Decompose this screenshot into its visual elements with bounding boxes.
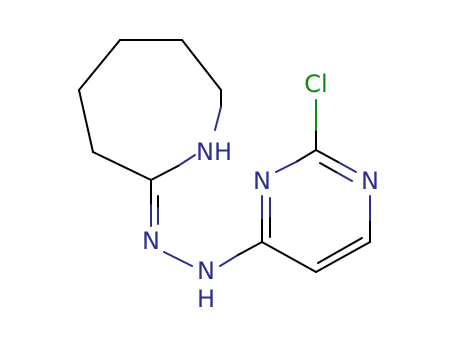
bond-c2-n3-a	[295, 149, 317, 163]
atom-hydrazone-n: N	[142, 227, 160, 255]
bond-c5-c6-pyr-a	[315, 241, 371, 273]
bond-c2-c3	[181, 39, 222, 91]
bond-n1-c2-b	[315, 149, 339, 163]
bond-n-c4b	[150, 165, 179, 181]
atom-chlorine: Cl	[304, 70, 327, 98]
bond-c4-c5	[92, 151, 152, 181]
bond-c2-n3-b	[275, 161, 297, 173]
atom-hydrazine-n: N	[197, 257, 215, 285]
bond-c3-n-tail	[214, 106, 222, 131]
bond-n-n	[163, 251, 193, 267]
bond-n1-c2-inner-a	[335, 171, 353, 182]
bond-c6-c1	[78, 39, 121, 91]
atom-hydrazine-h: H	[197, 285, 215, 313]
atom-ring-nh: NH	[196, 138, 232, 166]
bond-c5-c6	[78, 89, 94, 153]
bond-nh-c-a	[219, 254, 239, 267]
bond-n1-c2-inner-b	[319, 162, 337, 173]
bond-n1-c2-a	[337, 161, 357, 173]
hydrazone-double-bond	[150, 179, 159, 227]
pyrimidine-ring	[261, 149, 371, 273]
atom-pyrimidine-n-left: N	[253, 167, 271, 195]
azepane-ring	[78, 39, 222, 181]
bond-c4-c5-pyr	[261, 241, 317, 273]
bond-c5-c6-pyr-b	[317, 237, 363, 264]
atom-pyrimidine-n-right: N	[361, 167, 379, 195]
nh-pyrimidine-bond	[219, 241, 263, 267]
bond-n-c4a	[177, 154, 196, 167]
bond-nh-c-b	[237, 241, 263, 256]
